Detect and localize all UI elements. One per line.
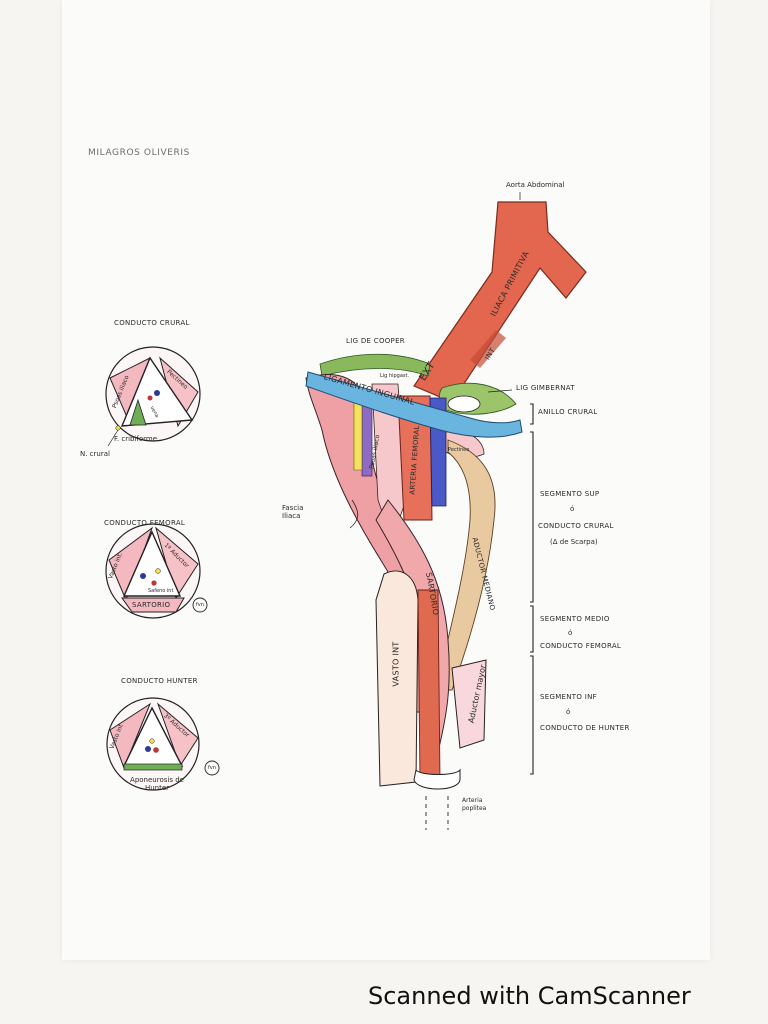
aorta-label: Aorta Abdominal xyxy=(506,181,565,189)
fascia-iliaca-label: Fascia Iliaca xyxy=(282,504,304,520)
femoral-badge: fvn xyxy=(196,602,204,608)
lig-hipgastrico-label: Lig hipgast. xyxy=(380,373,410,379)
femoral-diagram xyxy=(105,523,208,619)
crural-nervio-label: N. crural xyxy=(80,450,110,458)
crural-diagram xyxy=(105,346,201,447)
author-name: Milagros Oliveris xyxy=(88,148,190,158)
segment-sup-3: Conducto crural xyxy=(538,522,614,530)
hunter-badge: fvn xyxy=(208,765,216,771)
scanner-watermark: Scanned with CamScanner xyxy=(368,982,691,1010)
hunter-title: Conducto Hunter xyxy=(121,677,198,685)
crural-fascia-label: F. cribiforme xyxy=(114,435,158,443)
segment-medio-2: ó xyxy=(568,629,573,637)
segment-sup-4: (Δ de Scarpa) xyxy=(550,538,598,546)
segment-inf-2: ó xyxy=(566,708,571,716)
pectineo-label: Pectineo xyxy=(448,447,470,453)
segment-sup-2: ó xyxy=(570,505,575,513)
segment-inf-3: Conducto de Hunter xyxy=(540,724,630,732)
segment-anillo: Anillo crural xyxy=(538,408,598,416)
lig-gimbernat-label: Lig Gimbernat xyxy=(516,384,575,392)
femoral-safeno-label: Safeno int xyxy=(148,588,174,594)
lig-cooper-label: Lig de Cooper xyxy=(346,337,405,345)
main-anatomy xyxy=(305,192,587,830)
crural-title: Conducto crural xyxy=(114,319,190,327)
arteria-poplitea-label: Arteria poplitea xyxy=(462,797,487,812)
segment-inf-1: Segmento inf xyxy=(540,693,597,701)
segment-medio-3: Conducto femoral xyxy=(540,642,622,650)
vasto-int-label: Vasto int xyxy=(391,641,401,687)
segment-sup-1: Segmento sup xyxy=(540,490,600,498)
segment-medio-1: Segmento medio xyxy=(540,615,610,623)
hunter-apo-label: Aponeurosis de Hunter xyxy=(130,776,184,792)
hunter-diagram xyxy=(106,697,220,791)
segment-brackets xyxy=(530,403,534,775)
femoral-title: Conducto femoral xyxy=(104,519,186,527)
femoral-sartorio-label: Sartorio xyxy=(132,601,171,609)
